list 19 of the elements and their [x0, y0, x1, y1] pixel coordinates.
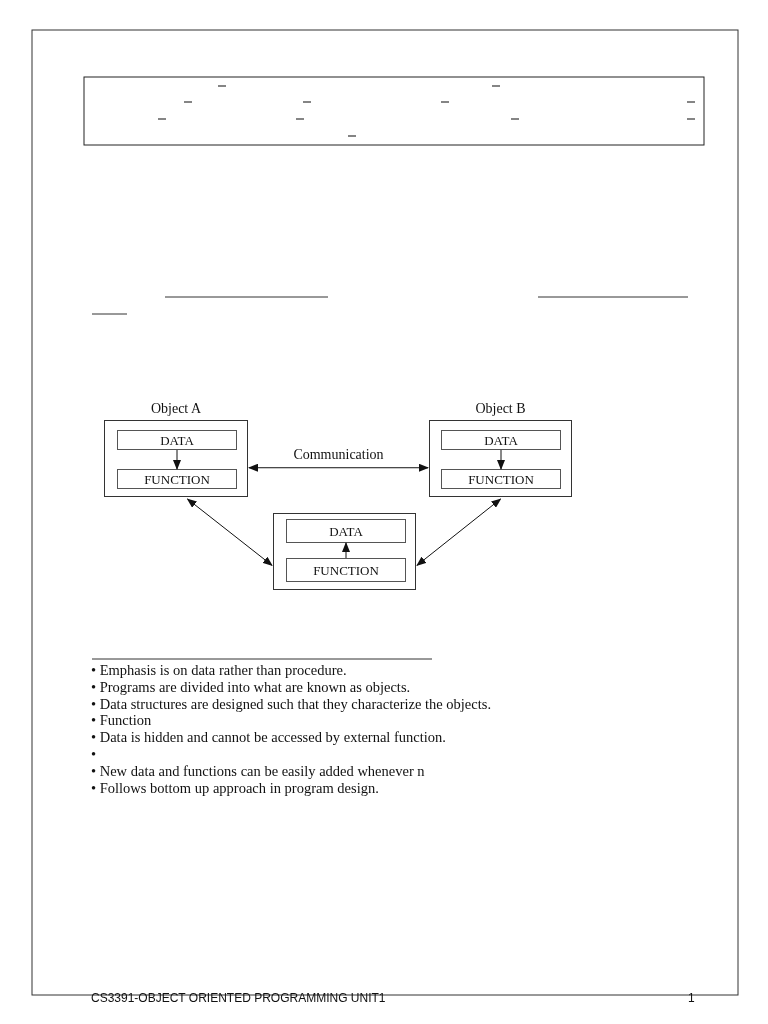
object-title: Object A [149, 401, 203, 417]
bullet-item: • Emphasis is on data rather than procedure. [91, 663, 347, 678]
footer-text: CS3391-OBJECT ORIENTED PROGRAMMING UNIT1 [91, 992, 386, 1004]
bullet-item: • Programs are divided into what are known as objects. [91, 679, 411, 695]
bullet-item: • New data and functions can be easily added whenever n [91, 763, 425, 779]
function-box: FUNCTION [117, 469, 237, 489]
data-box: DATA [286, 519, 406, 543]
function-box: FUNCTION [441, 469, 561, 489]
data-box: DATA [441, 430, 561, 450]
function-box: FUNCTION [286, 558, 406, 582]
bullet-item: • Function [91, 713, 152, 728]
page-number: 1 [688, 992, 695, 1004]
bullet-item: • Data is hidden and cannot be accessed by external function. [91, 730, 446, 745]
bullet-item: • Follows bottom up approach in program design. [91, 780, 379, 796]
bullet-item: • [91, 747, 97, 762]
object-box [273, 513, 416, 590]
data-box: DATA [117, 430, 237, 450]
object-title: Object B [474, 401, 527, 417]
bullet-item: • Data structures are designed such that they characterize the objects. [91, 696, 492, 712]
